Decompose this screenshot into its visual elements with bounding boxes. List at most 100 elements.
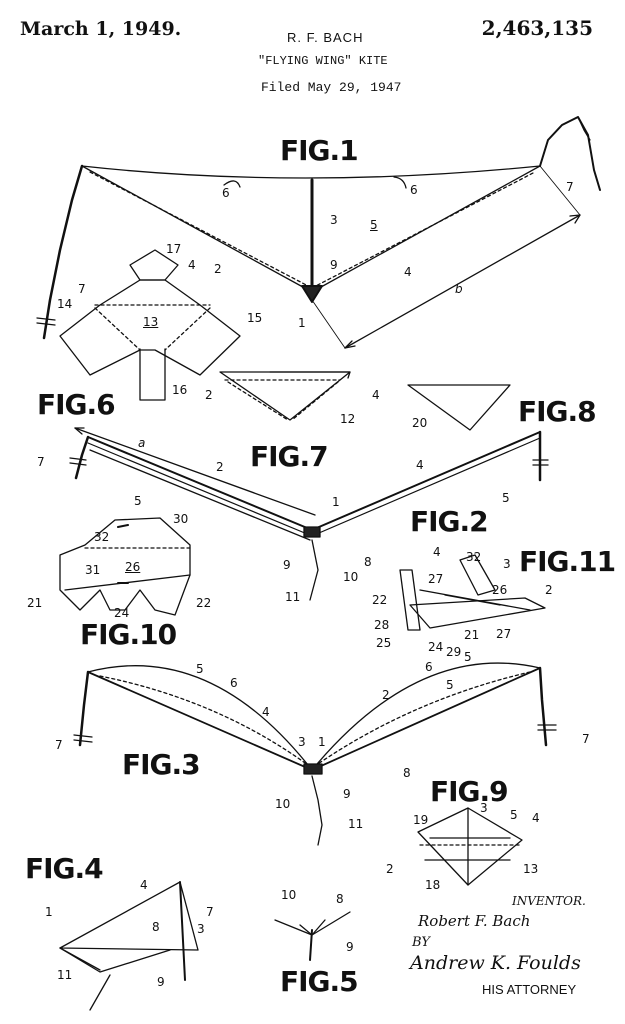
ref-numeral: 27 xyxy=(428,572,444,586)
ref-numeral: 25 xyxy=(376,636,392,650)
patent-date: March 1, 1949. xyxy=(20,18,182,40)
ref-numeral: 7 xyxy=(37,455,45,469)
ref-numeral: 31 xyxy=(85,563,101,577)
ref-numeral: 10 xyxy=(281,888,297,902)
ref-numeral: 6 xyxy=(230,676,238,690)
ref-numeral: 19 xyxy=(413,813,429,827)
fig5-title: FIG.5 xyxy=(280,965,359,998)
ref-numeral: 21 xyxy=(27,596,43,610)
ref-numeral: 16 xyxy=(172,383,188,397)
ref-numeral: 4 xyxy=(404,265,412,279)
fig6-title: FIG.6 xyxy=(37,388,116,421)
filing-date: Filed May 29, 1947 xyxy=(261,80,402,95)
ref-numeral: 6 xyxy=(410,183,418,197)
fig1-kite-drawing xyxy=(36,116,601,349)
ref-numeral: 26 xyxy=(125,560,141,574)
ref-numeral: 4 xyxy=(416,458,424,472)
ref-numeral: 2 xyxy=(382,688,390,702)
attorney-label: HIS ATTORNEY xyxy=(482,982,577,997)
ref-numeral: 2 xyxy=(214,262,222,276)
fig3-title: FIG.3 xyxy=(122,748,201,781)
ref-numeral: 32 xyxy=(466,550,482,564)
ref-numeral: 29 xyxy=(446,645,462,659)
ref-numeral: 3 xyxy=(330,213,338,227)
ref-numeral: 26 xyxy=(492,583,508,597)
attorney-signature: Andrew K. Foulds xyxy=(410,952,581,974)
ref-numeral: 12 xyxy=(340,412,356,426)
ref-numeral: 5 xyxy=(196,662,204,676)
ref-numeral: 7 xyxy=(55,738,63,752)
patent-title: "FLYING WING" KITE xyxy=(258,54,388,68)
ref-numeral: 4 xyxy=(532,811,540,825)
ref-numeral: 7 xyxy=(206,905,214,919)
ref-numeral: 10 xyxy=(275,797,291,811)
ref-numeral: 30 xyxy=(173,512,189,526)
fig11-drawing xyxy=(399,554,546,631)
fig4-title: FIG.4 xyxy=(25,852,104,885)
ref-numeral: 8 xyxy=(152,920,160,934)
ref-numeral: 13 xyxy=(523,862,539,876)
fig5-drawing xyxy=(274,911,351,961)
ref-numeral: 15 xyxy=(247,311,263,325)
ref-numeral: 2 xyxy=(386,862,394,876)
ref-numeral: 3 xyxy=(298,735,306,749)
ref-numeral: 2 xyxy=(205,388,213,402)
ref-numeral: 7 xyxy=(582,732,590,746)
patent-number: 2,463,135 xyxy=(481,16,593,40)
ref-numeral: 2 xyxy=(545,583,553,597)
ref-numeral: 9 xyxy=(346,940,354,954)
ref-numeral: 4 xyxy=(140,878,148,892)
ref-numeral: 4 xyxy=(372,388,380,402)
ref-numeral: 6 xyxy=(222,186,230,200)
ref-numeral: 5 xyxy=(370,218,378,232)
fig3-kite-drawing xyxy=(73,662,557,846)
fig8-title: FIG.8 xyxy=(518,395,597,428)
ref-numeral: 9 xyxy=(157,975,165,989)
ref-numeral: 7 xyxy=(566,180,574,194)
fig11-title: FIG.11 xyxy=(519,545,616,578)
fig7-title: FIG.7 xyxy=(250,440,329,473)
ref-numeral: 3 xyxy=(503,557,511,571)
fig9-drawing xyxy=(417,807,523,886)
ref-numeral: a xyxy=(138,436,146,450)
inventor-label: INVENTOR. xyxy=(512,894,586,908)
ref-numeral: 3 xyxy=(197,922,205,936)
ref-numeral: 3 xyxy=(480,801,488,815)
ref-numeral: 6 xyxy=(425,660,433,674)
ref-numeral: 14 xyxy=(57,297,73,311)
ref-numeral: 24 xyxy=(428,640,444,654)
ref-numeral: 5 xyxy=(502,491,510,505)
fig9-title: FIG.9 xyxy=(430,775,509,808)
ref-numeral: 9 xyxy=(343,787,351,801)
ref-numeral: 11 xyxy=(285,590,301,604)
fig4-drawing xyxy=(59,881,199,1011)
fig10-title: FIG.10 xyxy=(80,618,177,651)
ref-numeral: 22 xyxy=(196,596,212,610)
ref-numeral: 32 xyxy=(94,530,110,544)
ref-numeral: 11 xyxy=(57,968,73,982)
ref-numeral: 1 xyxy=(298,316,306,330)
ref-numeral: 5 xyxy=(464,650,472,664)
ref-numeral: 5 xyxy=(134,494,142,508)
ref-numeral: b xyxy=(455,282,463,296)
ref-numeral: 8 xyxy=(336,892,344,906)
by-label: BY xyxy=(412,935,430,950)
inventor-signature: Robert F. Bach xyxy=(418,912,531,930)
ref-numeral: 7 xyxy=(78,282,86,296)
ref-numeral: 9 xyxy=(330,258,338,272)
ref-numeral: 17 xyxy=(166,242,182,256)
ref-numeral: 5 xyxy=(446,678,454,692)
fig2-kite-drawing xyxy=(69,427,549,601)
ref-numeral: 22 xyxy=(372,593,388,607)
ref-numeral: 21 xyxy=(464,628,480,642)
ref-numeral: 4 xyxy=(262,705,270,719)
ref-numeral: 4 xyxy=(188,258,196,272)
fig1-title: FIG.1 xyxy=(280,134,359,167)
fig2-title: FIG.2 xyxy=(410,505,489,538)
ref-numeral: 28 xyxy=(374,618,390,632)
ref-numeral: 8 xyxy=(364,555,372,569)
ref-numeral: 27 xyxy=(496,627,512,641)
ref-numeral: 4 xyxy=(433,545,441,559)
ref-numeral: 5 xyxy=(510,808,518,822)
